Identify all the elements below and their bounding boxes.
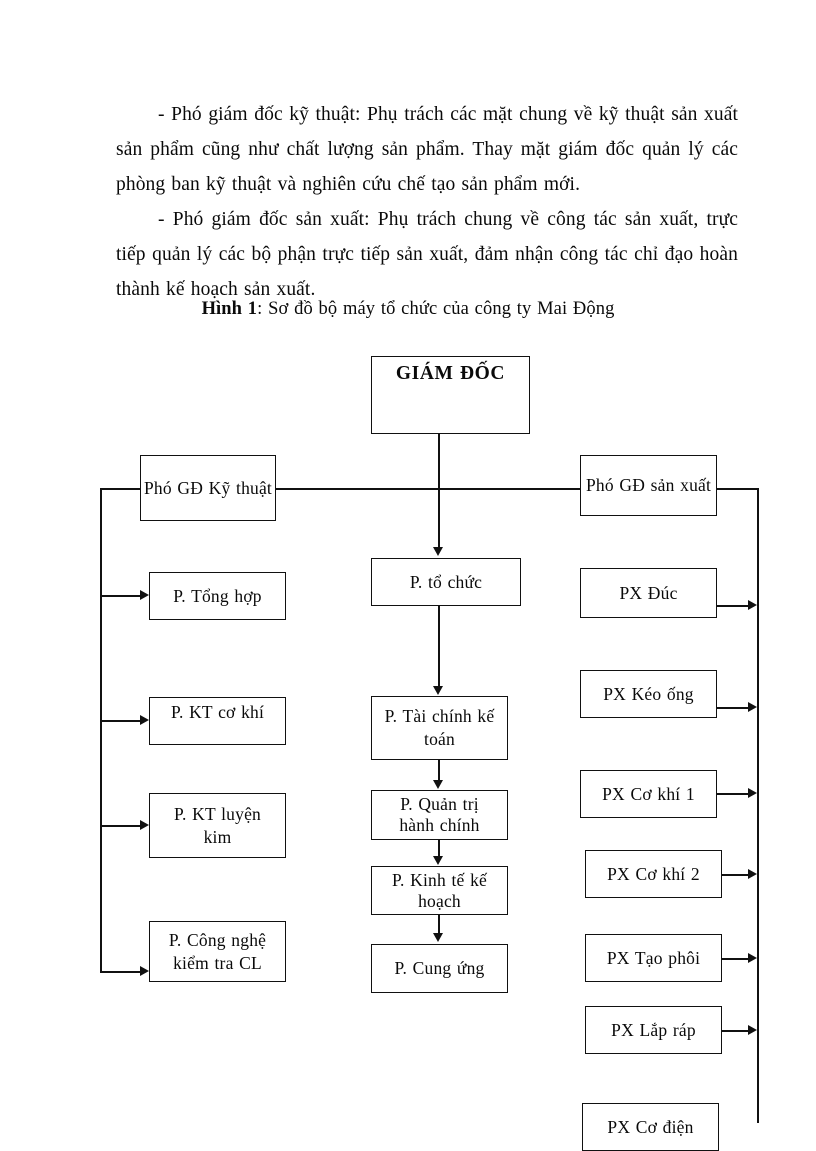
node-right-7: PX Cơ điện	[582, 1103, 719, 1151]
connector-right-branch-3	[717, 793, 751, 795]
node-label: P. Cung ứng	[394, 958, 485, 978]
paragraph-deputy-technical: - Phó giám đốc kỹ thuật: Phụ trách các m…	[116, 97, 738, 202]
node-label: P. Quản trị hành chính	[399, 794, 480, 835]
connector-right-branch-1	[717, 605, 751, 607]
node-right-5: PX Tạo phôi	[585, 934, 722, 982]
node-label: PX Cơ điện	[607, 1116, 694, 1137]
node-left-2: P. KT cơ khí	[149, 697, 286, 745]
connector-left-branch-3	[100, 825, 144, 827]
connector-right-branch-6	[722, 1030, 751, 1032]
node-right-6: PX Lắp ráp	[585, 1006, 722, 1054]
node-deputy-production: Phó GĐ sản xuất	[580, 455, 717, 516]
node-center-1: P. tổ chức	[371, 558, 521, 606]
node-label: Phó GĐ Kỹ thuật	[143, 477, 272, 498]
node-label: P. Tài chính kế toán	[384, 706, 495, 749]
node-label: GIÁM ĐỐC	[395, 363, 506, 384]
figure-caption: Hình 1: Sơ đồ bộ máy tổ chức của công ty…	[0, 296, 816, 322]
node-center-5: P. Cung ứng	[371, 944, 508, 993]
arrowhead-director-to-center	[433, 547, 443, 556]
arrowhead-center-1-2	[433, 686, 443, 695]
connector-left-spine	[100, 488, 102, 972]
connector-center-3-4	[438, 840, 440, 858]
connector-director-to-center	[438, 434, 440, 549]
paragraph-text: - Phó giám đốc kỹ thuật: Phụ trách các m…	[116, 104, 738, 195]
arrowhead-left-branch-1	[140, 590, 149, 600]
connector-center-4-5	[438, 915, 440, 935]
node-label: P. Công nghệ kiểm tra CL	[168, 929, 267, 973]
node-label: P. Kinh tế kế hoạch	[391, 869, 488, 911]
node-right-1: PX Đúc	[580, 568, 717, 618]
node-center-3: P. Quản trị hành chính	[371, 790, 508, 840]
node-center-2: P. Tài chính kế toán	[371, 696, 508, 760]
node-label: PX Kéo ống	[603, 683, 694, 704]
node-left-3: P. KT luyện kim	[149, 793, 286, 858]
node-label: PX Tạo phôi	[606, 947, 701, 968]
node-right-2: PX Kéo ống	[580, 670, 717, 718]
node-label: PX Lắp ráp	[611, 1019, 696, 1040]
arrowhead-center-2-3	[433, 780, 443, 789]
node-label: P. Tổng hợp	[173, 585, 262, 606]
arrowhead-left-branch-4	[140, 966, 149, 976]
paragraph-text: - Phó giám đốc sản xuất: Phụ trách chung…	[116, 209, 738, 300]
node-label: P. tổ chức	[409, 571, 483, 592]
connector-left-branch-2	[100, 720, 144, 722]
arrowhead-right-branch-1	[748, 600, 757, 610]
node-center-4: P. Kinh tế kế hoạch	[371, 866, 508, 915]
org-chart-diagram: GIÁM ĐỐC Phó GĐ Kỹ thuật Phó GĐ sản xuất…	[100, 356, 759, 1151]
connector-right-branch-4	[722, 874, 751, 876]
arrowhead-center-3-4	[433, 856, 443, 865]
connector-right-branch-2	[717, 707, 751, 709]
arrowhead-right-branch-2	[748, 702, 757, 712]
node-deputy-technical: Phó GĐ Kỹ thuật	[140, 455, 276, 521]
connector-center-1-2	[438, 606, 440, 688]
node-left-4: P. Công nghệ kiểm tra CL	[149, 921, 286, 982]
node-label: Phó GĐ sản xuất	[585, 475, 712, 495]
connector-center-2-3	[438, 760, 440, 782]
document-page: - Phó giám đốc kỹ thuật: Phụ trách các m…	[0, 97, 816, 1151]
node-label: PX Cơ khí 1	[602, 783, 695, 804]
figure-caption-label: Hình 1	[201, 299, 258, 319]
figure-caption-text: : Sơ đồ bộ máy tổ chức của công ty Mai Đ…	[257, 299, 615, 319]
connector-right-branch-5	[722, 958, 751, 960]
arrowhead-left-branch-3	[140, 820, 149, 830]
node-director: GIÁM ĐỐC	[371, 356, 530, 434]
arrowhead-center-4-5	[433, 933, 443, 942]
node-right-4: PX Cơ khí 2	[585, 850, 722, 898]
arrowhead-right-branch-6	[748, 1025, 757, 1035]
arrowhead-left-branch-2	[140, 715, 149, 725]
node-label: PX Đúc	[619, 582, 678, 603]
arrowhead-right-branch-3	[748, 788, 757, 798]
node-label: P. KT luyện kim	[173, 803, 261, 847]
node-label: P. KT cơ khí	[170, 702, 265, 722]
connector-left-branch-4	[100, 971, 144, 973]
node-right-3: PX Cơ khí 1	[580, 770, 717, 818]
connector-deputy-bus	[100, 488, 758, 490]
connector-left-branch-1	[100, 595, 144, 597]
arrowhead-right-branch-4	[748, 869, 757, 879]
paragraph-deputy-production: - Phó giám đốc sản xuất: Phụ trách chung…	[116, 202, 738, 307]
connector-right-spine	[757, 488, 759, 1123]
arrowhead-right-branch-5	[748, 953, 757, 963]
node-left-1: P. Tổng hợp	[149, 572, 286, 620]
node-label: PX Cơ khí 2	[607, 863, 700, 884]
